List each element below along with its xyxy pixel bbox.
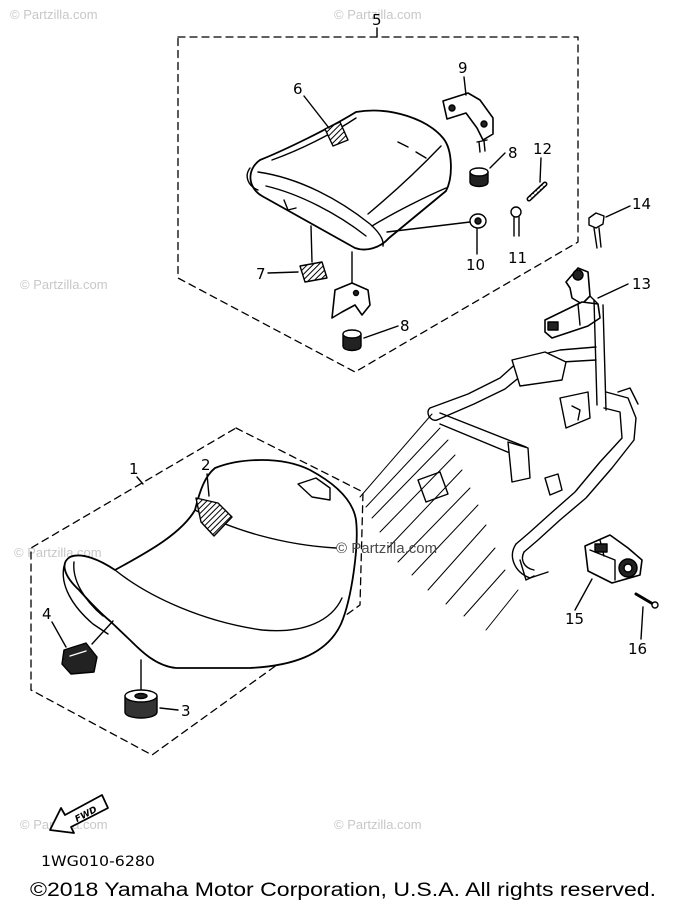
part-3-damper [124, 689, 158, 719]
part-10-collar [469, 213, 487, 229]
collar-position-line [386, 221, 471, 233]
part-6-tab [324, 121, 349, 147]
callout-7-leader [267, 271, 299, 274]
part-12-stud-bolt [526, 181, 548, 202]
callout-labels: 5 6 9 8 12 14 10 11 7 13 8 1 2 4 15 16 3 [42, 11, 651, 720]
callout-8-lower: 8 [400, 317, 410, 335]
clip-position-line [91, 620, 114, 645]
fwd-arrow-icon [49, 794, 109, 834]
callout-1-leader [136, 476, 144, 485]
watermark: © Partzilla.com [334, 817, 422, 832]
part-4-clip [61, 642, 98, 675]
part-8-lower-damper [342, 329, 362, 352]
watermark: © Partzilla.com [334, 7, 422, 22]
watermark: © Partzilla.com [10, 7, 98, 22]
diagram-code: 1WG010-6280 [41, 854, 155, 870]
callout-16-leader [640, 606, 644, 640]
callout-8-upper-leader [489, 152, 506, 169]
callout-4-leader [51, 621, 67, 648]
callout-1: 1 [129, 460, 139, 478]
callout-10: 10 [466, 256, 485, 274]
callout-6: 6 [293, 80, 303, 98]
watermark-center: © Partzilla.com [336, 540, 437, 557]
callout-9-leader [463, 76, 467, 96]
diagram-linework [30, 27, 659, 834]
callout-13: 13 [632, 275, 651, 293]
group-5-dashed-outline [177, 36, 579, 373]
cowl-lower-bracket [331, 282, 371, 319]
part-14-bolt [588, 212, 605, 249]
callout-9: 9 [458, 59, 468, 77]
part-8-upper-damper [469, 167, 489, 188]
callout-6-leader [303, 95, 330, 129]
bracket-bolt [476, 139, 488, 153]
frame [417, 299, 639, 581]
part-15-lock [584, 534, 643, 584]
callout-12-leader [539, 157, 542, 183]
callout-14: 14 [632, 195, 651, 213]
copyright-notice: ©2018 Yamaha Motor Corporation, U.S.A. A… [30, 880, 656, 901]
callout-3-leader [159, 707, 179, 711]
callout-8-upper: 8 [508, 144, 518, 162]
callout-7: 7 [256, 265, 266, 283]
callout-2-leader [206, 473, 210, 497]
callout-4: 4 [42, 605, 52, 623]
part-2-pad [195, 497, 233, 537]
callout-12: 12 [533, 140, 552, 158]
callout-5: 5 [372, 11, 382, 29]
callout-3: 3 [181, 702, 191, 720]
pad-position-line [310, 225, 313, 263]
part-11-bolt [510, 206, 522, 237]
callout-16: 16 [628, 640, 647, 658]
callout-8-lower-leader [363, 325, 399, 339]
callout-15: 15 [565, 610, 584, 628]
part-7-pad [299, 261, 328, 283]
callout-14-leader [605, 205, 631, 218]
callout-15-leader [574, 578, 593, 611]
part-9-bracket [442, 92, 494, 141]
callout-11: 11 [508, 249, 527, 267]
part-16-screw [634, 592, 659, 609]
callout-2: 2 [201, 456, 211, 474]
frame-rail-lines [359, 413, 519, 631]
callout-13-leader [597, 283, 629, 299]
watermark: © Partzilla.com [20, 277, 108, 292]
